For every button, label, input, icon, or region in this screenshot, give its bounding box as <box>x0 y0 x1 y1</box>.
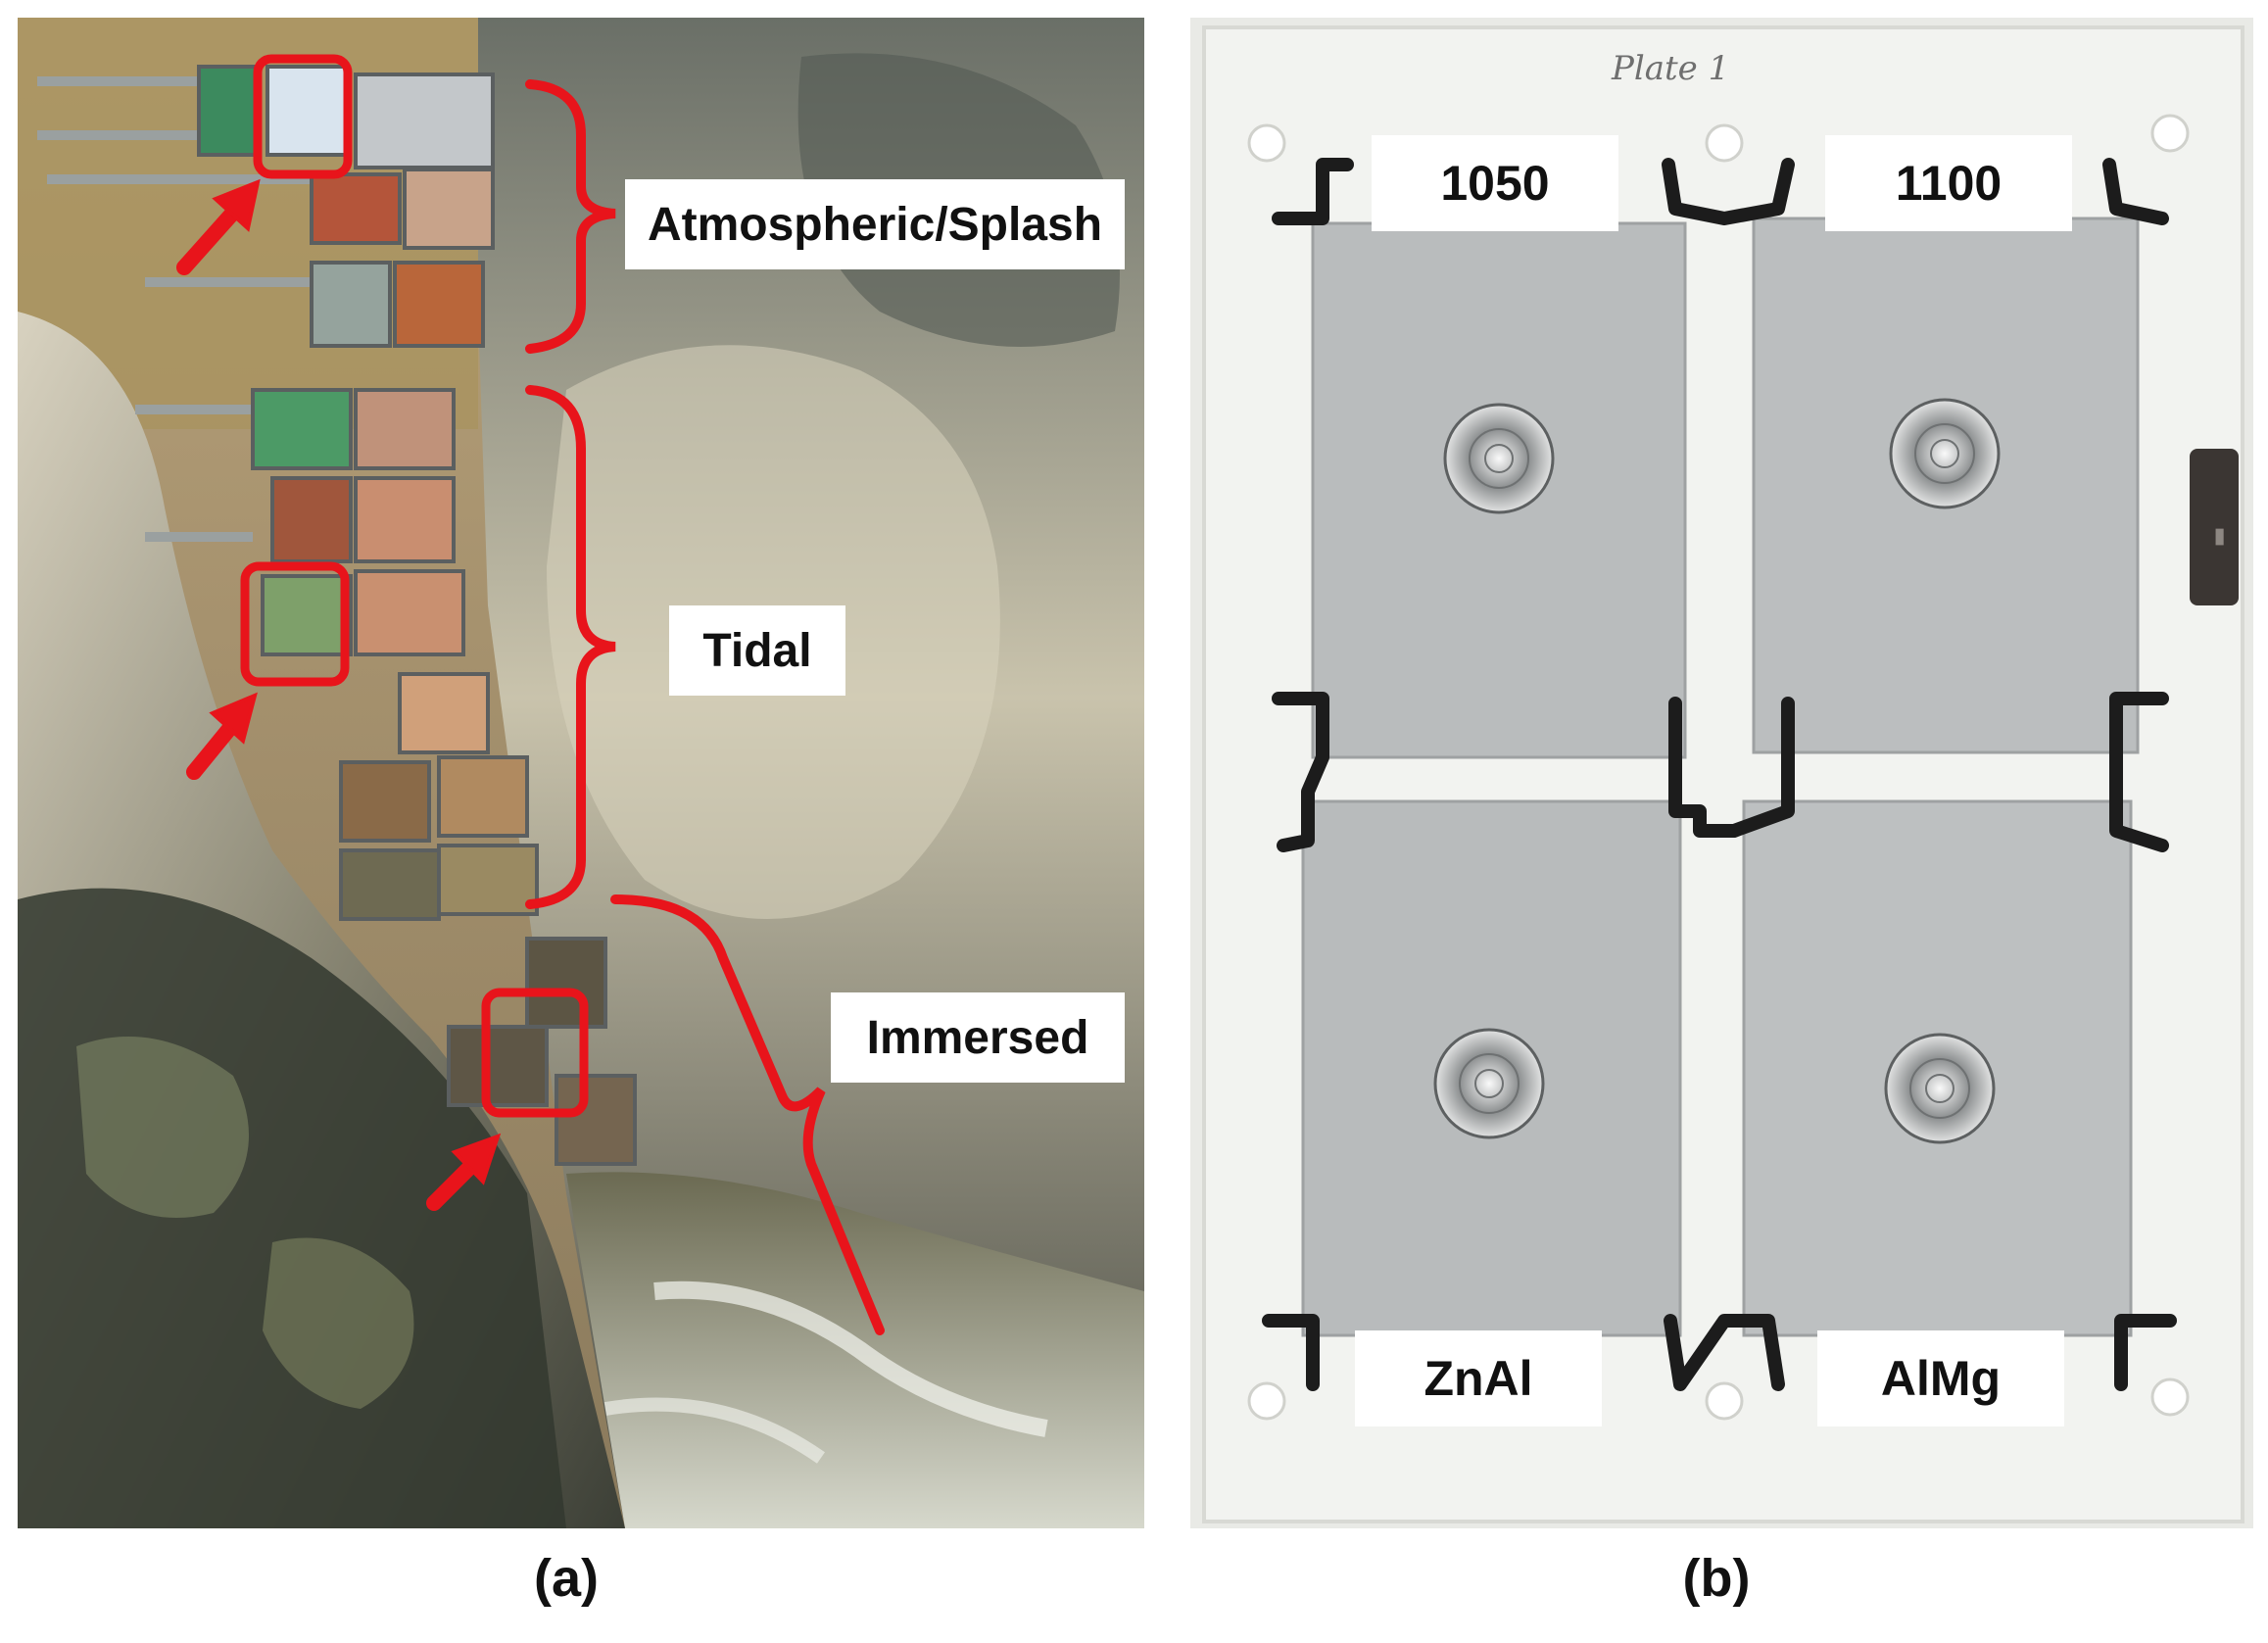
caption-a: (a) <box>534 1549 599 1608</box>
zone-label-tidal: Tidal <box>669 605 845 696</box>
sample-label-1050: 1050 <box>1372 135 1618 231</box>
sample-plate-illustration: ▬ <box>1190 18 2253 1528</box>
sample-label-1100: 1100 <box>1825 135 2072 231</box>
zone-label-atmospheric-splash: Atmospheric/Splash <box>625 179 1125 269</box>
coastal-photo-illustration <box>18 18 1144 1528</box>
svg-text:▬: ▬ <box>2208 527 2233 548</box>
zone-label-immersed: Immersed <box>831 992 1125 1083</box>
coastal-exposure-photo: Atmospheric/Splash Tidal Immersed <box>18 18 1144 1528</box>
sample-label-almg: AlMg <box>1817 1330 2064 1426</box>
sample-plate-photo: ▬ Plate 1 1050 1100 ZnAl AlMg <box>1190 18 2253 1528</box>
caption-b: (b) <box>1682 1549 1751 1608</box>
sample-label-znal: ZnAl <box>1355 1330 1602 1426</box>
plate-handwriting: Plate 1 <box>1612 49 1730 88</box>
